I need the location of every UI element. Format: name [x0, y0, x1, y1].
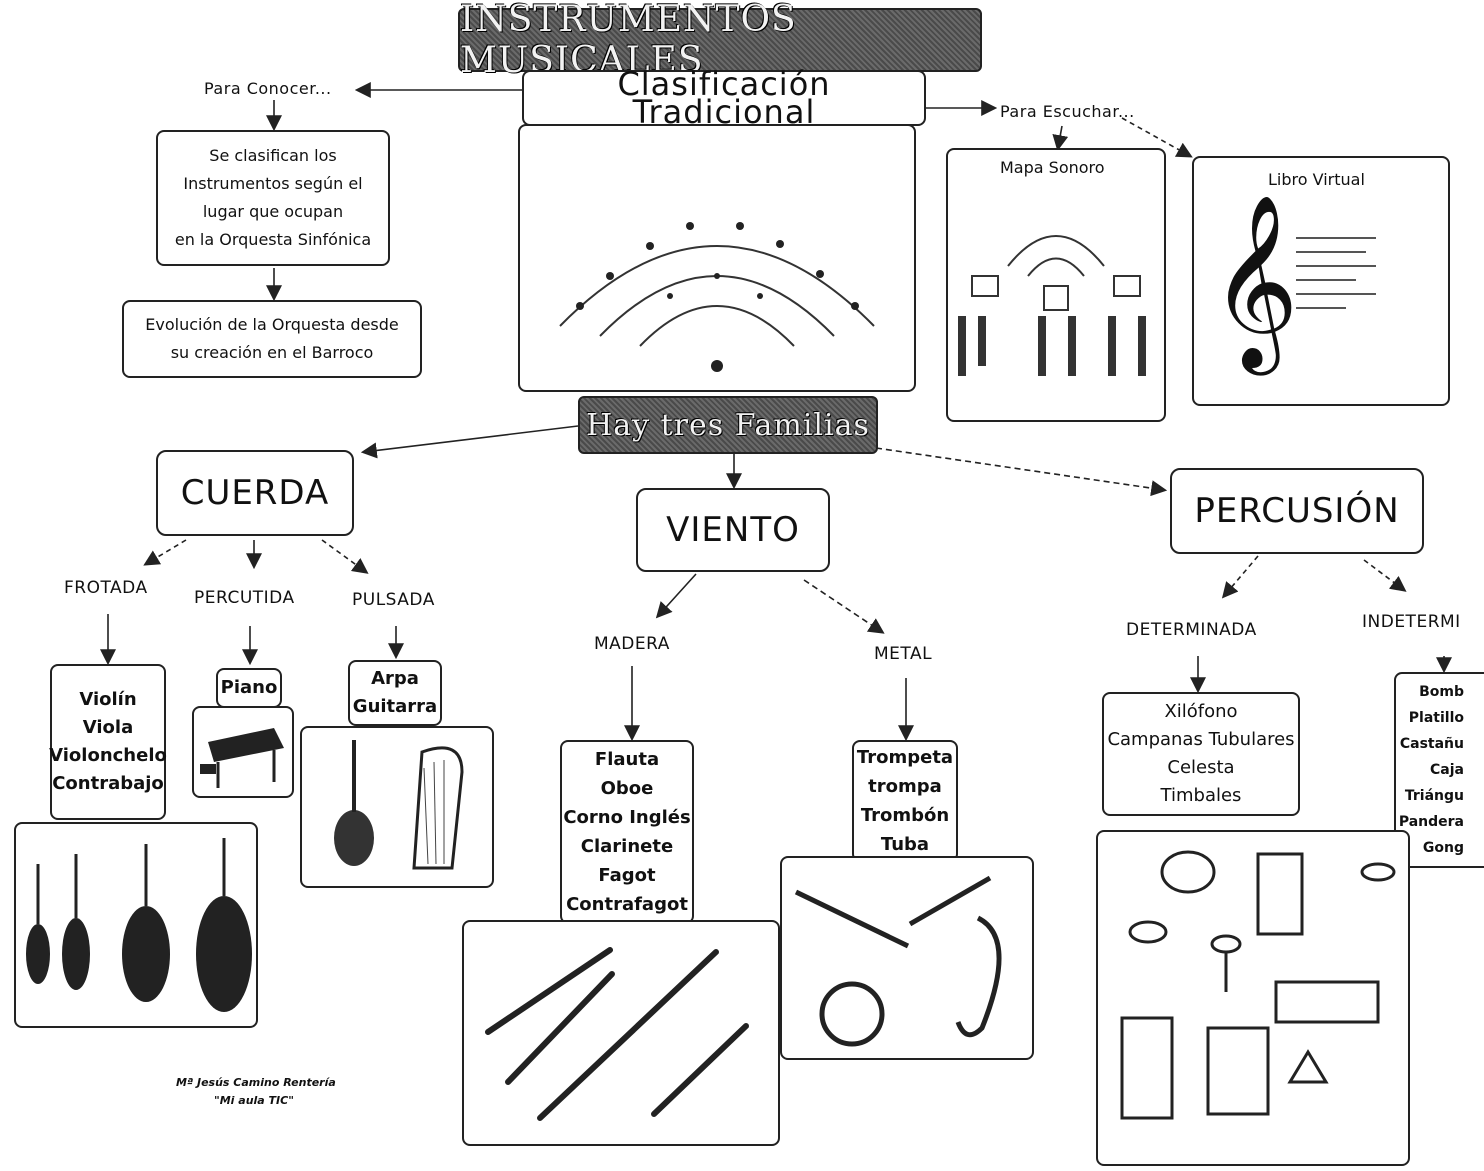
metal-list: Trompeta trompa Trombón Tuba [852, 740, 958, 862]
classification-box: Clasificación Tradicional [522, 65, 926, 131]
sound-map-title: Mapa Sonoro [1000, 158, 1105, 177]
instrument-name: Contrabajo [52, 773, 164, 794]
instrument-name: Corno Inglés [563, 807, 691, 828]
percutida-label: PERCUTIDA [194, 588, 295, 608]
woodwind-image [462, 920, 780, 1146]
orchestra-image [518, 124, 916, 392]
arrow-percusion [875, 447, 1168, 497]
instrument-name: Gong [1422, 840, 1464, 856]
classified-line: lugar que ocupan [202, 202, 344, 221]
plucked-strings-image [300, 726, 494, 888]
instrument-name: Oboe [600, 778, 654, 799]
family-viento-label: VIENTO [666, 510, 800, 550]
brass-image [780, 856, 1034, 1060]
percussion-icons [1120, 850, 1396, 1120]
instrument-name: Tuba [880, 834, 930, 855]
instrument-name: Pandera [1398, 814, 1464, 830]
instrument-name: Triángu [1404, 788, 1464, 804]
evolution-box: Evolución de la Orquesta desde su creaci… [122, 300, 422, 378]
pulsada-label: PULSADA [352, 590, 435, 610]
instrument-name: Castañu [1399, 736, 1464, 752]
instrument-name: Viola [82, 717, 134, 738]
instrument-name: Violín [79, 689, 137, 710]
classification-text: Clasificación Tradicional [617, 65, 831, 131]
arrow-sound-map [1052, 125, 1069, 152]
classified-line: Se clasifican los [209, 146, 337, 165]
instrument-name: Celesta [1167, 757, 1235, 778]
indeterminada-list: Bomb Platillo Castañu Caja Triángu Pande… [1394, 672, 1484, 868]
brass-icons [794, 875, 1002, 1047]
evolution-line: Evolución de la Orquesta desde [145, 315, 399, 334]
classified-box: Se clasifican los Instrumentos según el … [156, 130, 390, 266]
classified-line: Instrumentos según el [183, 174, 363, 193]
arrow-cuerda [360, 425, 579, 459]
instrument-name: Trompeta [856, 747, 954, 768]
piano-icon [200, 728, 284, 788]
instrument-name: Caja [1430, 762, 1464, 778]
piano-image [192, 706, 294, 798]
instrument-name: Trombón [860, 805, 950, 826]
instrument-name: Guitarra [352, 696, 438, 717]
orchestra-seating-icon [559, 222, 875, 372]
virtual-book-title: Libro Virtual [1268, 170, 1365, 189]
families-banner: Hay tres Familias [578, 396, 878, 454]
families-text: Hay tres Familias [586, 407, 870, 443]
sound-map-card[interactable]: Mapa Sonoro [946, 148, 1166, 422]
madera-list: Flauta Oboe Corno Inglés Clarinete Fagot… [560, 740, 694, 924]
family-percusion: PERCUSIÓN [1170, 468, 1424, 554]
determinada-list: Xilófono Campanas Tubulares Celesta Timb… [1102, 692, 1300, 816]
instrument-name: Arpa [371, 668, 419, 689]
title-banner: INSTRUMENTOS MUSICALES [458, 0, 982, 81]
indeterminada-label: INDETERMI [1362, 612, 1461, 632]
book-text-lines [1296, 237, 1376, 309]
treble-clef-icon: 𝄞 [1210, 194, 1299, 368]
credit-site: "Mi aula TIC" [214, 1094, 294, 1107]
family-viento: VIENTO [636, 488, 830, 572]
credit-author: Mª Jesús Camino Rentería [176, 1076, 336, 1089]
frotada-list: Violín Viola Violonchelo Contrabajo [49, 664, 167, 820]
instrument-name: Fagot [598, 865, 656, 886]
instrument-name: Xilófono [1164, 701, 1238, 722]
instrument-name: Contrafagot [566, 894, 688, 915]
evolution-line: su creación en el Barroco [170, 343, 374, 362]
family-cuerda: CUERDA [156, 450, 354, 536]
instrument-name: Platillo [1408, 710, 1464, 726]
instrument-name: Timbales [1160, 785, 1242, 806]
instrument-name: Piano [220, 677, 278, 698]
to-know-label: Para Conocer... [204, 79, 332, 98]
woodwind-icons [485, 947, 749, 1121]
sound-map-icon [958, 235, 1146, 376]
pulsada-list: Arpa Guitarra [348, 660, 442, 726]
family-cuerda-label: CUERDA [180, 473, 330, 513]
instrument-name: Clarinete [580, 836, 674, 857]
frotada-label: FROTADA [64, 578, 148, 598]
bowed-strings-image [14, 822, 258, 1028]
guitar-harp-icons [334, 740, 464, 870]
instrument-name: trompa [868, 776, 942, 797]
family-percusion-label: PERCUSIÓN [1194, 491, 1400, 531]
determinada-label: DETERMINADA [1126, 620, 1257, 640]
to-listen-label: Para Escuchar... [1000, 102, 1135, 121]
violin-family-icons [26, 838, 252, 1012]
classified-line: en la Orquesta Sinfónica [174, 230, 372, 249]
metal-label: METAL [874, 644, 933, 664]
virtual-book-card[interactable]: Libro Virtual 𝄞 [1192, 156, 1450, 406]
percutida-list: Piano [216, 668, 282, 708]
instrument-name: Flauta [594, 749, 660, 770]
instrument-name: Bomb [1419, 684, 1464, 700]
instrument-name: Violonchelo [49, 745, 167, 766]
instrument-name: Campanas Tubulares [1107, 729, 1295, 750]
arrow-virtual-book [1121, 117, 1193, 158]
percussion-image [1096, 830, 1410, 1166]
madera-label: MADERA [594, 634, 670, 654]
